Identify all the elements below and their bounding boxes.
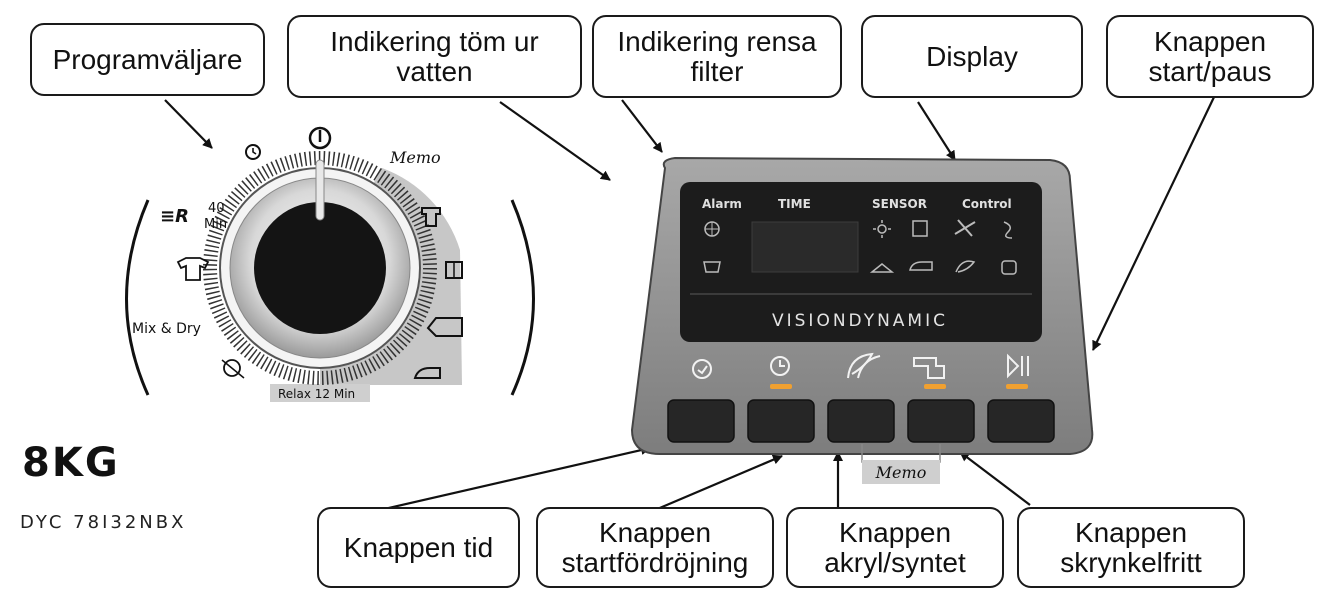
- anti-crease-button[interactable]: [907, 399, 975, 443]
- callout-skrynkel-line1: Knappen: [1074, 516, 1188, 548]
- feather-panel-icon: [955, 260, 976, 273]
- callout-akryl-line2: akryl/syntet: [824, 546, 966, 578]
- filter-icon: [1001, 260, 1017, 275]
- dial-tick-ring: [203, 151, 437, 385]
- callout-skrynkel-line2: skrynkelfritt: [1060, 546, 1202, 578]
- callout-startfordrojning: Knappen startfördröjning: [536, 507, 774, 588]
- time-lcd: [751, 221, 859, 273]
- callout-indikering-tom: Indikering töm ur vatten: [287, 15, 582, 98]
- sun-icon: [873, 220, 891, 238]
- shirt-icon: [421, 207, 441, 227]
- iron-hanger-icon: [426, 317, 463, 337]
- left-bracket: [125, 199, 150, 396]
- arrow-startfordrojning: [654, 454, 783, 512]
- start-pause-icon: [1007, 353, 1029, 379]
- callout-start-paus-line1: Knappen: [1153, 25, 1267, 57]
- iron-icon: [413, 367, 441, 379]
- arrow-skrynkel: [959, 451, 1031, 506]
- callout-akryl-line1: Knappen: [838, 516, 952, 548]
- model-number: DYC 78I32NBX: [20, 512, 187, 533]
- delay-button-icon: [770, 356, 790, 376]
- synthetic-button-icon: [847, 352, 881, 379]
- mix-dry-label: Mix & Dry: [132, 321, 201, 337]
- fan-icon: [954, 219, 976, 237]
- program-selector: Memo ≡R 40 Min Mix & Dry Relax 12 Min: [125, 126, 535, 402]
- time-button[interactable]: [667, 399, 735, 443]
- forty-min-unit: Min: [204, 217, 227, 232]
- water-tank-icon: [703, 261, 721, 273]
- dial-memo-label: Memo: [389, 148, 441, 167]
- callout-indikering-rensa-line1: Indikering rensa: [617, 25, 817, 57]
- wool-icon: [223, 359, 241, 377]
- delay-button[interactable]: [747, 399, 815, 443]
- callout-indikering-rensa: Indikering rensa filter: [592, 15, 842, 98]
- time-label: TIME: [778, 197, 811, 211]
- globe-icon-lines: [705, 222, 719, 236]
- start-pause-button[interactable]: [987, 399, 1055, 443]
- dial-knob[interactable]: [254, 202, 386, 334]
- callout-startfordrojning-line2: startfördröjning: [561, 546, 749, 578]
- arrow-indikering-rensa: [621, 99, 663, 153]
- tshirt-icon: [176, 257, 210, 281]
- sensor-label: SENSOR: [872, 197, 927, 211]
- callout-programvaljare: Programväljare: [30, 23, 265, 96]
- power-icon: [308, 126, 332, 150]
- callout-start-paus-line2: start/paus: [1148, 55, 1272, 87]
- alarm-label: Alarm: [702, 197, 742, 211]
- clock-icon: [245, 144, 261, 160]
- memo-tag-label: Memo: [875, 463, 927, 482]
- arrow-start-paus: [1092, 94, 1216, 351]
- synthetic-button[interactable]: [827, 399, 895, 443]
- callout-tid: Knappen tid: [317, 507, 520, 588]
- cupboard-panel-icon: [912, 220, 928, 237]
- control-label: Control: [962, 197, 1012, 211]
- callout-programvaljare-text: Programväljare: [52, 43, 243, 75]
- start-pause-led: [1006, 384, 1028, 389]
- arrow-indikering-tom: [499, 101, 611, 181]
- relax-label: Relax 12 Min: [278, 387, 355, 401]
- arrow-programvaljare: [164, 99, 213, 149]
- wool-needle-icon: [221, 359, 245, 379]
- callout-indikering-tom-line2: vatten: [396, 55, 473, 87]
- callout-skrynkel: Knappen skrynkelfritt: [1017, 507, 1245, 588]
- arrows: [164, 94, 1216, 512]
- right-bracket: [510, 199, 535, 396]
- relax-label-bg: [270, 384, 370, 402]
- eco-r-label: ≡R: [160, 206, 189, 227]
- memo-tag-bg: [862, 460, 940, 484]
- arrow-tid: [379, 445, 651, 512]
- dial-pointer: [315, 159, 325, 221]
- callout-start-paus: Knappen start/paus: [1106, 15, 1314, 98]
- anti-crease-led: [924, 384, 946, 389]
- delay-led: [770, 384, 792, 389]
- callout-tid-text: Knappen tid: [343, 531, 494, 563]
- callout-startfordrojning-line1: Knappen: [598, 516, 712, 548]
- callout-akryl: Knappen akryl/syntet: [786, 507, 1004, 588]
- anti-crease-button-icon: [913, 357, 945, 379]
- callout-indikering-tom-line1: Indikering töm ur: [330, 25, 539, 57]
- anti-crease-icon: [1003, 221, 1013, 239]
- arrow-display: [917, 101, 956, 161]
- control-panel: Alarm TIME SENSOR Control VISIONDYNAMIC: [630, 156, 1094, 484]
- callout-indikering-rensa-line2: filter: [690, 55, 744, 87]
- callout-display-text: Display: [926, 40, 1018, 72]
- hanger-icon: [869, 263, 895, 273]
- capacity-label: 8KG: [22, 440, 120, 486]
- panel-brand: VISIONDYNAMIC: [772, 311, 948, 331]
- time-button-icon: [692, 359, 712, 379]
- callout-display: Display: [861, 15, 1083, 98]
- clock-icon-hands: [252, 148, 257, 155]
- forty-min-number: 40: [208, 201, 225, 216]
- iron-panel-icon: [909, 261, 933, 271]
